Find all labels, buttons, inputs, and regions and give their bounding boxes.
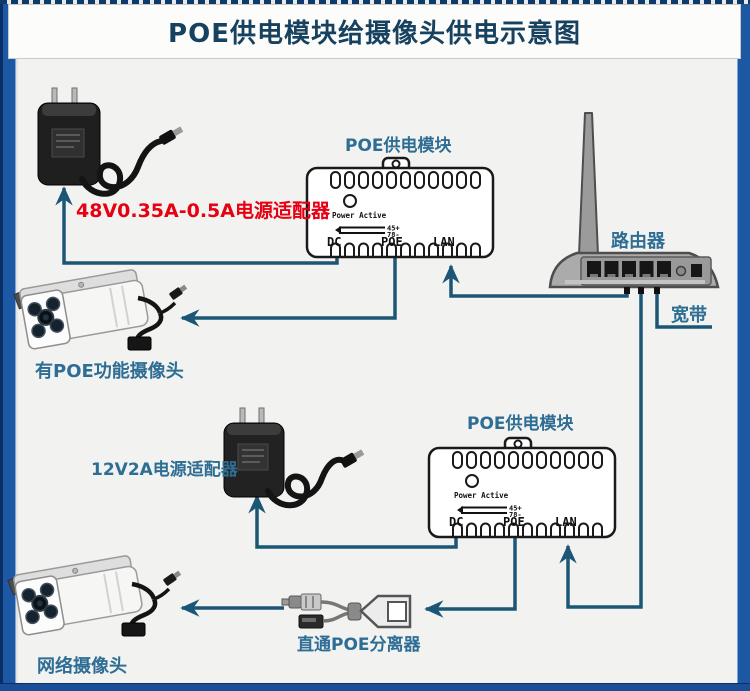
camera-pigtail: [127, 284, 188, 351]
router-power-jack: [691, 264, 702, 277]
pin-bottom-label: 78-: [387, 231, 400, 239]
splitter-label: 直通POE分离器: [297, 635, 421, 655]
router-reset-button: [675, 265, 687, 277]
camera-screw: [78, 281, 85, 288]
adapter12-label: 12V2A电源适配器: [91, 460, 238, 480]
line-poe2-to-splitter: [424, 532, 517, 618]
pin-diagram: 45+ 78-: [457, 505, 522, 519]
adapter-cable: [265, 456, 347, 509]
header: POE供电模块给摄像头供电示意图: [8, 4, 741, 59]
camera-poe: [13, 269, 188, 351]
adapter-sticker: [51, 128, 85, 158]
camera-rj45-plug: [121, 622, 146, 637]
camera-ir-leds: [21, 582, 59, 625]
led-label: Power Active: [332, 211, 387, 220]
camera-poe-label: 有POE功能摄像头: [35, 361, 184, 382]
dc-plug: [340, 449, 365, 468]
power-led: [343, 194, 357, 208]
adapter-face: [227, 424, 281, 435]
camera-rj45-plug: [127, 336, 152, 351]
splitter-dc-barrel: [288, 595, 302, 609]
poe-module-2: Power Active 45+ 78- DC POE LAN: [427, 436, 617, 539]
poe-port-label: POE: [503, 515, 525, 529]
splitter-cable: [322, 611, 351, 623]
poe-module-2-label: POE供电模块: [467, 414, 574, 434]
dc-port-label: DC: [327, 235, 341, 249]
camera-pigtail: [121, 570, 182, 637]
mount-hole: [513, 439, 523, 449]
pin-diagram: 45+ 78-: [335, 225, 400, 239]
router-ports: [587, 261, 671, 277]
top-dashed-border: [0, 0, 750, 4]
adapter48-label: 48V0.35A-0.5A电源适配器: [76, 200, 330, 222]
top-vents: [330, 171, 481, 189]
mount-hole: [391, 159, 401, 169]
left-frame-bar: [0, 0, 18, 690]
router-base-strip: [565, 280, 705, 284]
splitter-dc-body: [300, 593, 322, 611]
splitter-sleeve: [347, 602, 362, 621]
led-label: Power Active: [454, 491, 509, 500]
power-led: [465, 474, 479, 488]
router-label: 路由器: [611, 231, 665, 252]
pin-bottom-label: 78-: [509, 511, 522, 519]
module-case: [305, 166, 495, 259]
lan-port-label: LAN: [555, 515, 577, 529]
router-cable-nubs: [624, 287, 660, 294]
broadband-label: 宽带: [671, 305, 707, 326]
camera-ir-leds: [27, 296, 65, 339]
pin-top-label: 45+: [387, 225, 400, 233]
line-poe1-to-camera-poe: [180, 250, 397, 327]
dc-plug: [159, 126, 184, 145]
camera-screw: [72, 567, 79, 574]
adapter-cable: [79, 138, 164, 197]
power-adapter-48v: [37, 87, 184, 197]
splitter-dc-tip: [281, 598, 290, 606]
pin-top-label: 45+: [509, 505, 522, 513]
router-antenna: [578, 112, 599, 256]
poe-module-1: Power Active 45+ 78- DC POE LAN: [305, 156, 495, 259]
line-router-to-lan2: [559, 286, 643, 609]
adapter-prong: [258, 407, 265, 425]
adapter-face: [42, 104, 96, 116]
lan-port-label: LAN: [433, 235, 455, 249]
camera-network-label: 网络摄像头: [37, 656, 127, 677]
bottom-vents: [330, 242, 481, 256]
top-vents: [452, 451, 603, 469]
adapter-prong: [239, 407, 246, 425]
poe-module-1-label: POE供电模块: [345, 136, 452, 156]
poe-port-label: POE: [381, 235, 403, 249]
router: [548, 112, 720, 294]
dc-port-label: DC: [449, 515, 463, 529]
splitter-rj45-socket: [387, 601, 407, 622]
page-title: POE供电模块给摄像头供电示意图: [168, 19, 581, 49]
line-adapter12-to-dc2: [248, 494, 458, 549]
bottom-frame-bar: [0, 683, 750, 691]
poe-splitter: [281, 593, 412, 629]
module-case: [427, 446, 617, 539]
bottom-vents: [452, 522, 603, 536]
power-adapter-12v: [223, 407, 365, 509]
splitter-cable: [320, 600, 351, 612]
line-router-wan-broadband: [655, 286, 712, 329]
camera-network: [7, 555, 182, 637]
right-frame-bar: [737, 0, 750, 690]
